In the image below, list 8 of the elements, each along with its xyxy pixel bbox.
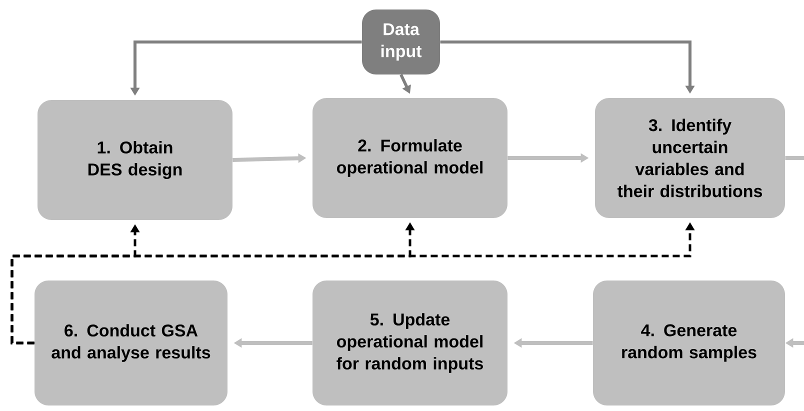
connector-line <box>785 156 804 160</box>
process-box: 2. Formulate operational model <box>312 98 508 218</box>
process-box: 3. Identify uncertain variables and their distributions <box>595 98 785 218</box>
process-box: 4. Generate random samples <box>593 280 785 406</box>
process-box: 6. Conduct GSA and analyse results <box>34 280 228 406</box>
process-box: 1. Obtain DES design <box>38 100 232 220</box>
process-box: 5. Update operational model for random inputs <box>312 280 508 406</box>
input-box: Data input <box>362 10 440 74</box>
